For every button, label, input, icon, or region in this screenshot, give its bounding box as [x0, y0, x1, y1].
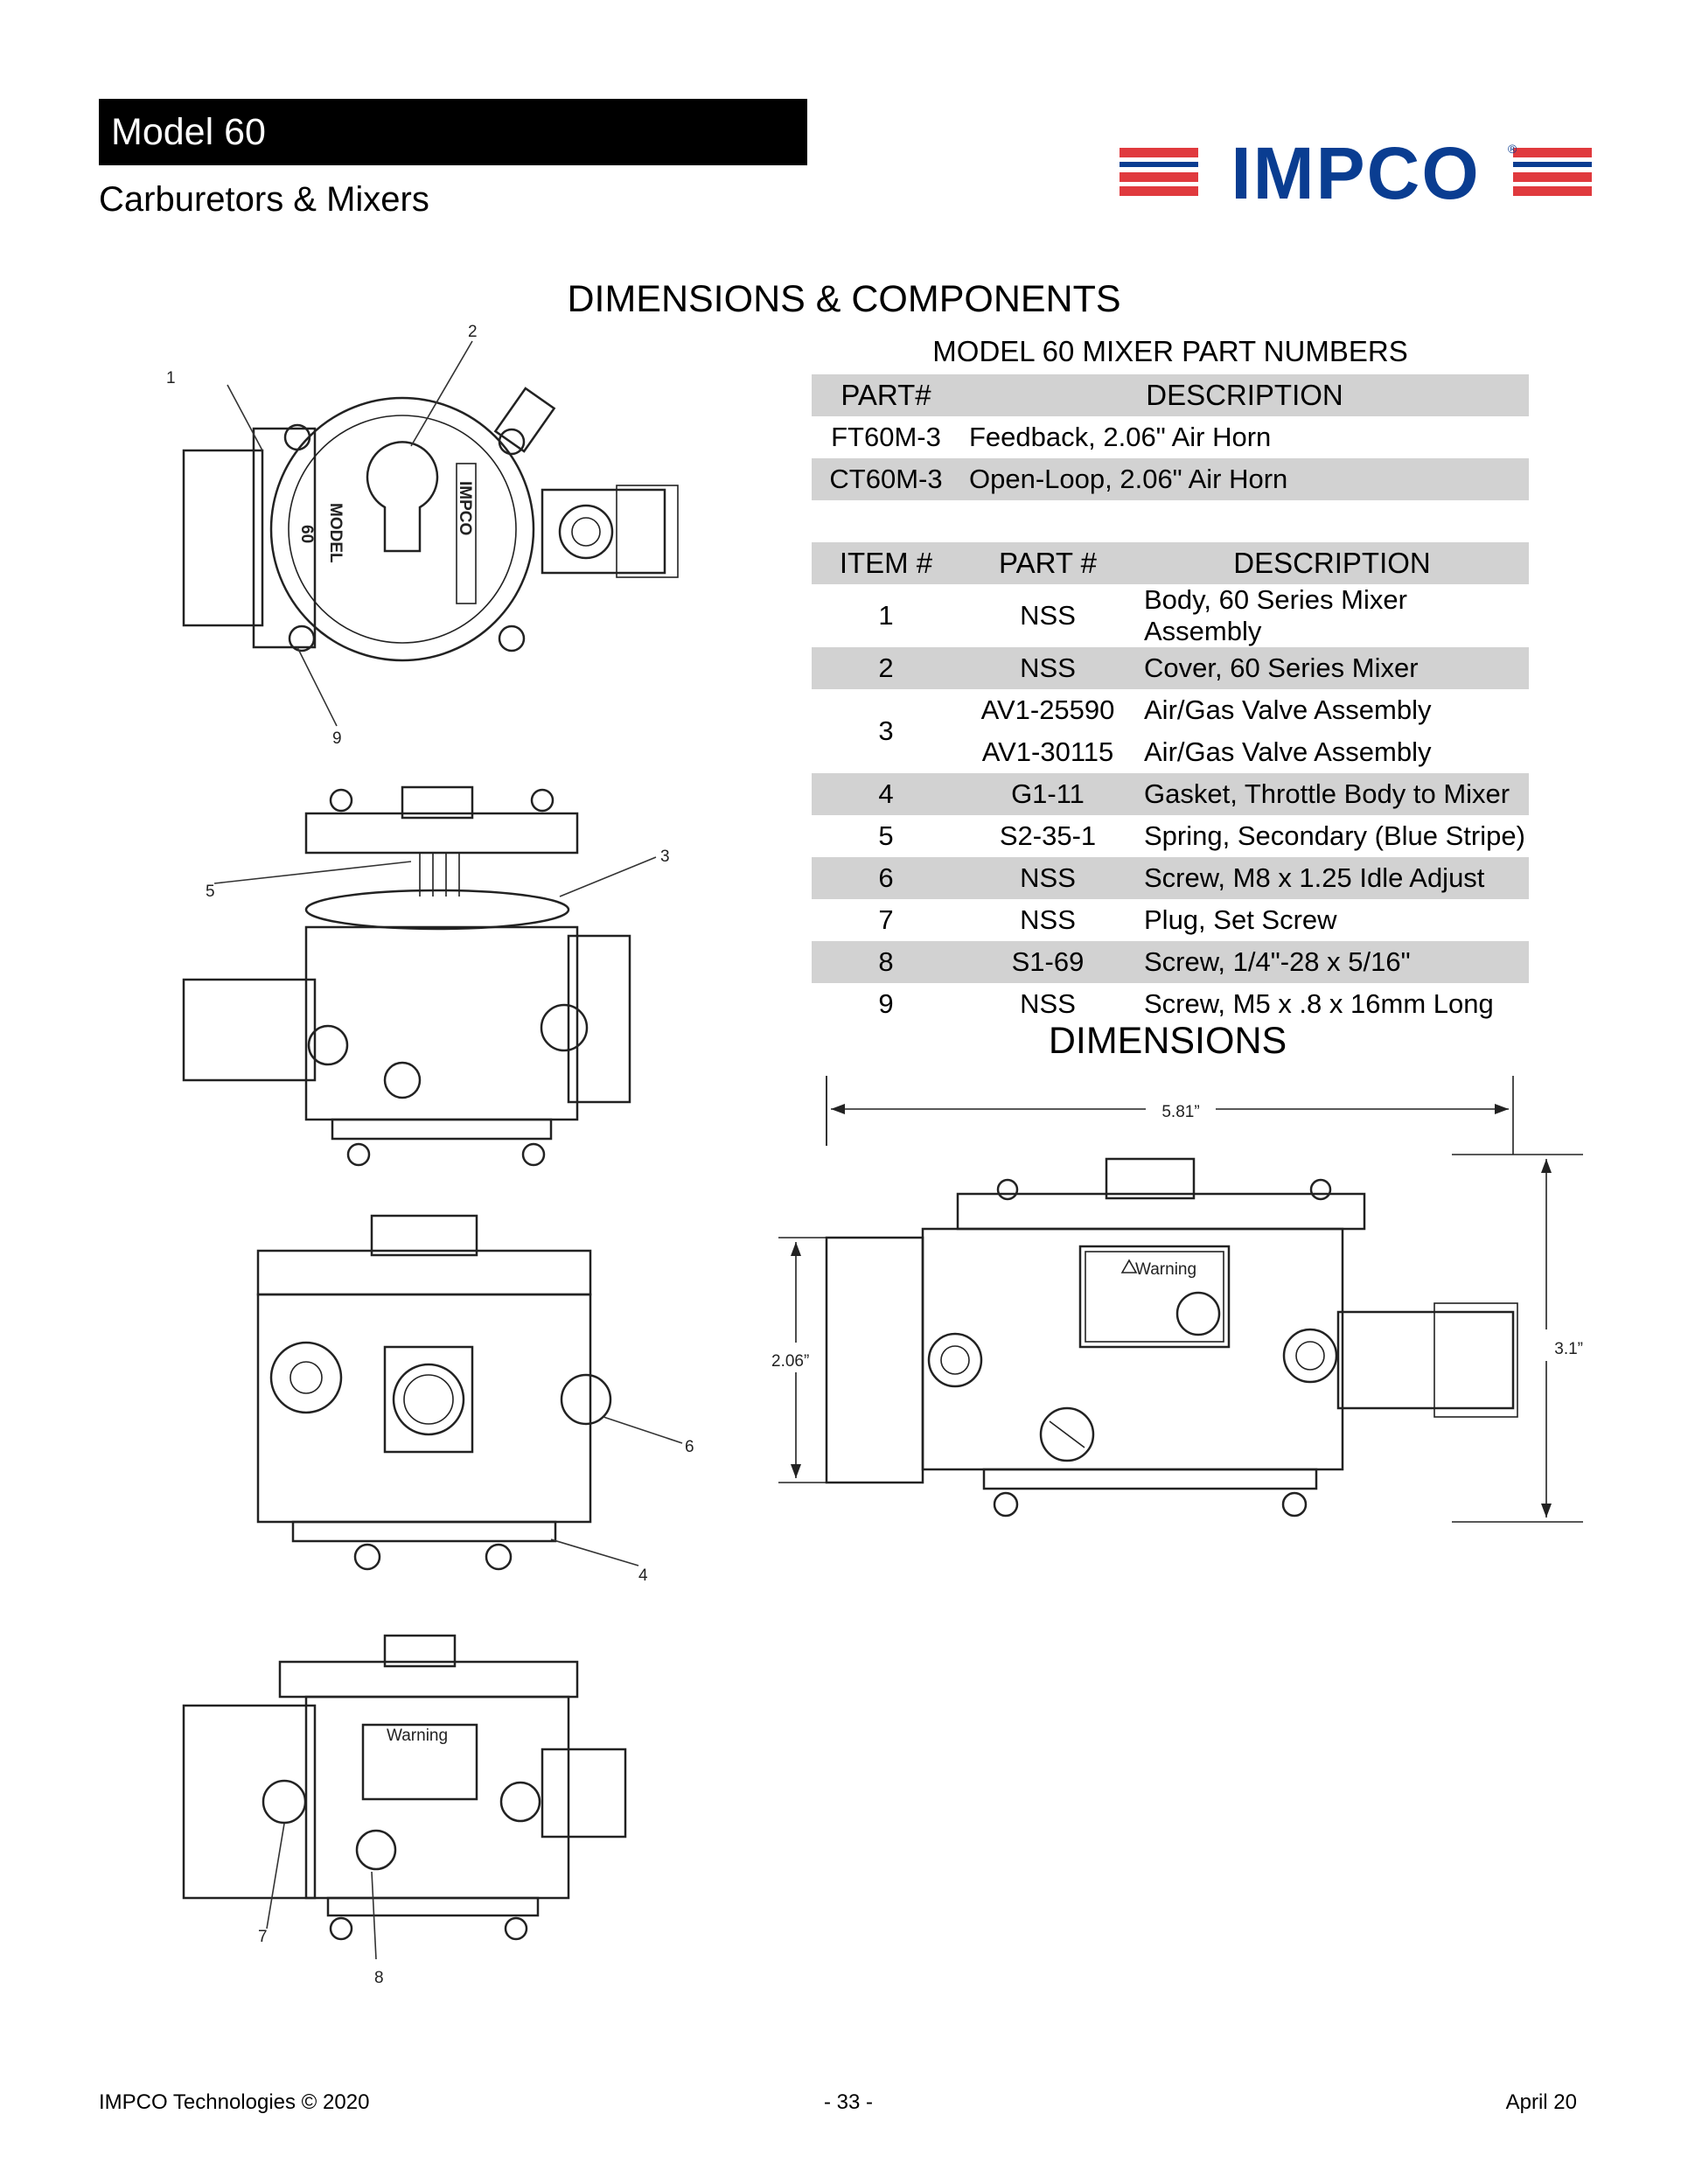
part-number: CT60M-3: [812, 458, 960, 500]
footer-date: April 20: [1505, 2090, 1577, 2114]
footer-copyright: IMPCO Technologies © 2020: [99, 2090, 370, 2114]
item-description: Screw, 1/4"-28 x 5/16": [1135, 941, 1529, 983]
impco-logo: IMPCO ®: [1120, 136, 1592, 210]
table-header-row: ITEM # PART # DESCRIPTION: [812, 542, 1529, 584]
table-row: 6 NSS Screw, M8 x 1.25 Idle Adjust: [812, 857, 1529, 899]
item-number: 5: [878, 820, 894, 851]
column-header: PART #: [960, 542, 1135, 584]
warning-label-small: Warning: [387, 1727, 448, 1745]
table-row: FT60M-3 Feedback, 2.06" Air Horn: [812, 416, 1529, 458]
part-number: FT60M-3: [831, 422, 941, 452]
table-row: CT60M-3 Open-Loop, 2.06" Air Horn: [812, 458, 1529, 500]
callout-5: 5: [206, 883, 215, 901]
cover-model-text: MODEL: [326, 503, 345, 563]
callout-6: 6: [685, 1438, 694, 1456]
item-part: AV1-25590: [980, 694, 1115, 725]
item-number: 2: [812, 647, 960, 689]
column-header: DESCRIPTION: [1135, 542, 1529, 584]
components-table: ITEM # PART # DESCRIPTION 1 NSS Body, 60…: [812, 542, 1529, 1025]
item-number: 9: [878, 988, 894, 1019]
item-description: Screw, M8 x 1.25 Idle Adjust: [1135, 857, 1529, 899]
callout-7: 7: [258, 1928, 268, 1946]
model-title: Model 60: [111, 111, 266, 153]
item-part: G1-11: [960, 773, 1135, 815]
footer-page-number: - 33 -: [823, 2090, 873, 2114]
item-part: NSS: [960, 647, 1135, 689]
part-numbers-title: MODEL 60 MIXER PART NUMBERS: [932, 335, 1408, 367]
callout-2: 2: [468, 323, 478, 341]
item-part: NSS: [1020, 988, 1076, 1019]
table-row: 7 NSS Plug, Set Screw: [812, 899, 1529, 941]
item-part: AV1-30115: [981, 736, 1114, 767]
top-view-drawing: MODEL 60 IMPCO: [182, 387, 679, 662]
item-description: Air/Gas Valve Assembly: [1144, 736, 1432, 767]
column-header: ITEM #: [812, 542, 960, 584]
callout-4: 4: [638, 1566, 648, 1585]
item-number: 8: [812, 941, 960, 983]
column-header: DESCRIPTION: [960, 374, 1529, 416]
table-row: 5 S2-35-1 Spring, Secondary (Blue Stripe…: [812, 815, 1529, 857]
part-description: Feedback, 2.06" Air Horn: [969, 422, 1272, 452]
exploded-view-drawing: [182, 785, 631, 1167]
dimension-horn-label: 2.06”: [771, 1352, 809, 1371]
logo-wordmark: IMPCO: [1231, 136, 1480, 210]
component-drawings: MODEL 60 IMPCO 1 2 9 5 3: [166, 323, 694, 1987]
callout-8: 8: [374, 1969, 384, 1987]
table-row: 3 AV1-25590 Air/Gas Valve Assembly: [812, 689, 1529, 746]
callout-9: 9: [332, 729, 342, 748]
item-description: Screw, M5 x .8 x 16mm Long: [1144, 988, 1494, 1019]
item-number: 7: [878, 904, 894, 935]
warning-label: Warning: [1135, 1260, 1196, 1279]
dimensions-heading: DIMENSIONS: [1048, 1020, 1287, 1062]
item-number: 6: [812, 857, 960, 899]
table-row: 9 NSS Screw, M5 x .8 x 16mm Long: [812, 983, 1529, 1025]
item-number: 4: [812, 773, 960, 815]
model-title-bar: Model 60: [99, 99, 807, 165]
item-description: Cover, 60 Series Mixer: [1135, 647, 1529, 689]
item-part: NSS: [1020, 904, 1076, 935]
main-heading: DIMENSIONS & COMPONENTS: [567, 278, 1121, 320]
part-numbers-table: PART# DESCRIPTION FT60M-3 Feedback, 2.06…: [812, 374, 1529, 500]
table-row: 8 S1-69 Screw, 1/4"-28 x 5/16": [812, 941, 1529, 983]
logo-registered-mark: ®: [1508, 142, 1517, 156]
item-part: S2-35-1: [999, 820, 1097, 851]
item-description: Gasket, Throttle Body to Mixer: [1135, 773, 1529, 815]
dimensions-drawing: Warning 5.81” 3.1” 2.06”: [771, 1076, 1583, 1523]
table-header-row: PART# DESCRIPTION: [812, 374, 1529, 416]
table-row: 2 NSS Cover, 60 Series Mixer: [812, 647, 1529, 689]
table-row: 4 G1-11 Gasket, Throttle Body to Mixer: [812, 773, 1529, 815]
item-part: NSS: [960, 857, 1135, 899]
item-description: Spring, Secondary (Blue Stripe): [1144, 820, 1525, 851]
item-description: Plug, Set Screw: [1144, 904, 1337, 935]
cover-model-number: 60: [297, 525, 316, 543]
callout-3: 3: [660, 848, 670, 866]
callout-1: 1: [166, 369, 176, 387]
rear-view-drawing: Warning: [182, 1634, 627, 1941]
part-description: Open-Loop, 2.06" Air Horn: [960, 458, 1529, 500]
dimension-width-label: 5.81”: [1161, 1103, 1199, 1121]
item-number: 1: [878, 600, 894, 631]
dimension-height-label: 3.1”: [1554, 1340, 1583, 1358]
page-subtitle: Carburetors & Mixers: [99, 180, 429, 219]
front-view-drawing: [256, 1214, 612, 1571]
table-row: AV1-30115 Air/Gas Valve Assembly: [812, 731, 1529, 773]
item-description: Air/Gas Valve Assembly: [1144, 694, 1432, 725]
item-number: 3: [878, 715, 894, 746]
item-part: S1-69: [960, 941, 1135, 983]
table-row: 1 NSS Body, 60 Series Mixer Assembly: [812, 584, 1529, 647]
item-description: Body, 60 Series Mixer Assembly: [1144, 584, 1407, 646]
column-header: PART#: [812, 374, 960, 416]
item-part: NSS: [1020, 600, 1076, 631]
cover-brand-text: IMPCO: [456, 481, 474, 535]
